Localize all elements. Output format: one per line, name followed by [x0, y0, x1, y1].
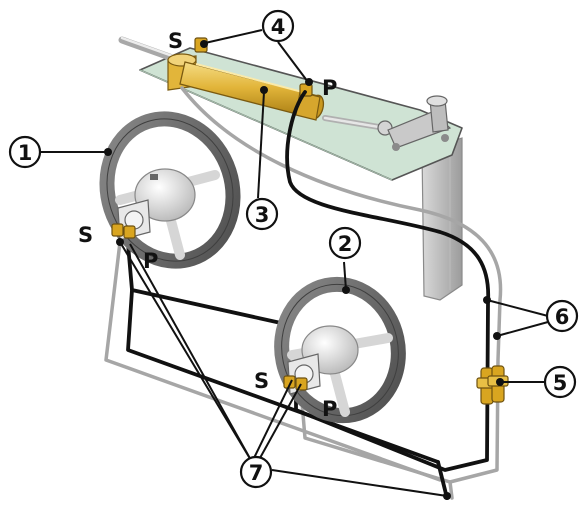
helm-2-fitting-s [283, 375, 296, 389]
leader-4b [277, 41, 309, 83]
callout-1-label: 1 [18, 141, 33, 165]
callout-4-label: 4 [271, 15, 286, 39]
leader-6b [496, 321, 549, 337]
leader-7e [271, 469, 448, 497]
cylinder-port-s-label: S [168, 29, 183, 53]
leader-7c [253, 379, 293, 459]
leader-7d [259, 383, 302, 459]
helm-1-port-s-label: S [78, 223, 93, 247]
leader-7a [119, 241, 253, 463]
callout-6: 6 [545, 299, 579, 333]
piston-rod [118, 36, 182, 64]
helm-1-hub [134, 168, 196, 222]
leader-6a [486, 299, 549, 317]
return-hoses [104, 86, 503, 500]
callout-3-label: 3 [255, 203, 270, 227]
cylinder-port-p-label: P [322, 76, 337, 100]
callout-1: 1 [8, 135, 42, 169]
leader-3 [257, 91, 265, 199]
callout-7: 7 [239, 455, 273, 489]
callout-5: 5 [543, 365, 577, 399]
callout-4: 4 [261, 9, 295, 43]
tiller-arm [322, 95, 452, 151]
callout-6-label: 6 [555, 305, 570, 329]
callout-3: 3 [245, 197, 279, 231]
helm-1-fitting-p [123, 225, 136, 239]
callout-2: 2 [328, 226, 362, 260]
helm-2-port-p-label: P [322, 397, 337, 421]
leader-4a [204, 29, 263, 44]
callout-2-label: 2 [338, 232, 353, 256]
helm-1-port-p-label: P [143, 249, 158, 273]
leader-2 [343, 261, 347, 291]
hydraulic-cylinder [179, 61, 325, 121]
leader-dots [104, 40, 504, 500]
leader-7b [129, 243, 253, 463]
callout-5-label: 5 [553, 371, 568, 395]
callout-7-label: 7 [249, 461, 264, 485]
leader-lines [40, 29, 549, 497]
helm-1 [99, 111, 241, 269]
helm-2-port-s-label: S [254, 369, 269, 393]
helm-1-fitting-s [111, 223, 124, 237]
